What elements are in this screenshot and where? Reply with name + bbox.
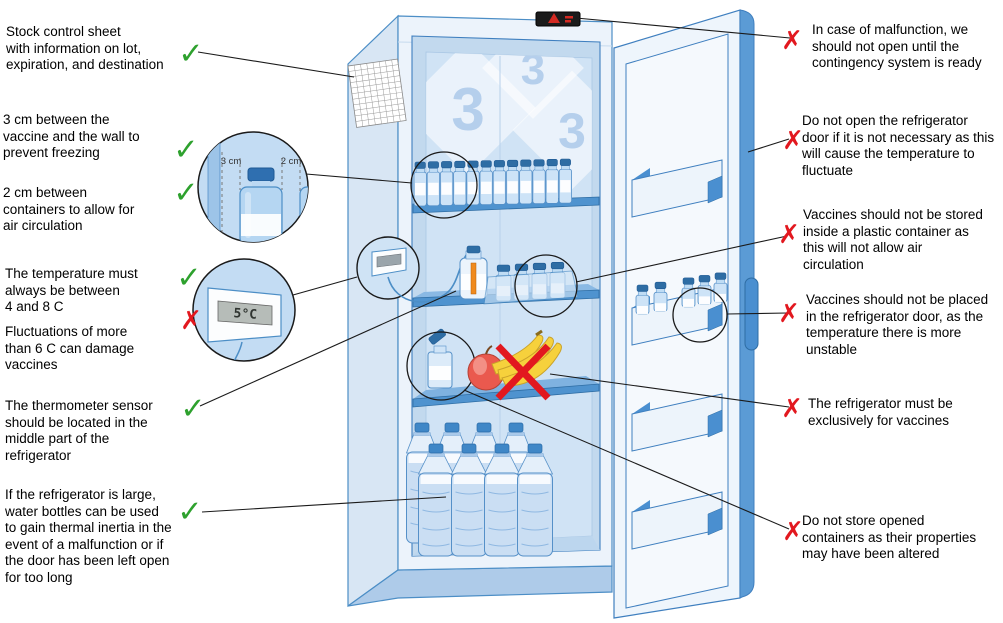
water-bottles-front-row <box>417 443 554 557</box>
container-gap-label: 2 cm <box>281 156 302 167</box>
magnifier-vial-spacing: 3 cm 2 cm <box>197 131 309 243</box>
wall-display-screen <box>376 253 402 268</box>
vaccine-vials-top-shelf <box>413 158 573 207</box>
cross-icon: ✗ <box>781 26 803 56</box>
watermark-digit: 3 <box>451 76 484 143</box>
watermark-digit: 3 <box>521 45 545 94</box>
highlight-circle-plastic-container <box>514 254 578 318</box>
check-icon: ✓ <box>178 36 204 72</box>
connector-lines <box>197 17 791 530</box>
wall-gap-label: 3 cm <box>221 156 242 167</box>
note-stock-control-sheet: Stock control sheet with information on … <box>6 24 164 72</box>
plastic-container <box>483 270 579 305</box>
check-icon: ✓ <box>177 494 203 530</box>
note-plastic-container: Vaccines should not be stored inside a p… <box>803 207 983 272</box>
magnified-vial-1 <box>239 167 283 242</box>
cross-icon: ✗ <box>781 394 803 424</box>
stock-sheet-grid <box>347 58 407 128</box>
vials-in-door-bin <box>635 272 728 315</box>
note-malfunction: In case of malfunction, we should not op… <box>812 22 982 70</box>
note-thermometer-sensor: The thermometer sensor should be located… <box>5 398 153 463</box>
note-3cm-wall-gap: 3 cm between the vaccine and the wall to… <box>3 112 140 160</box>
magnifier-thermometer: 5°C <box>192 258 296 362</box>
check-icon: ✓ <box>176 260 202 296</box>
cross-icon: ✗ <box>778 220 800 250</box>
highlight-circle-door-vials <box>672 287 728 343</box>
fruit-cross-icon <box>495 343 551 401</box>
note-fluctuations: Fluctuations of more than 6 C can damage… <box>5 324 135 372</box>
note-2cm-container-gap: 2 cm between containers to allow for air… <box>3 185 135 233</box>
warning-triangle-icon <box>548 13 560 23</box>
highlight-circle-shelf-vials <box>410 151 478 219</box>
opened-vial <box>427 328 453 389</box>
thermometer-strip <box>470 262 477 295</box>
check-icon: ✓ <box>173 132 199 168</box>
cross-icon: ✗ <box>778 299 800 329</box>
wall-sensor-magnifier <box>356 236 420 300</box>
cross-icon: ✗ <box>782 517 804 547</box>
check-icon: ✓ <box>180 391 206 427</box>
note-water-bottles: If the refrigerator is large, water bott… <box>5 487 172 585</box>
thermometer-reading: 5°C <box>233 306 257 323</box>
note-exclusive-use: The refrigerator must be exclusively for… <box>808 396 953 428</box>
note-opened-containers: Do not store opened containers as their … <box>802 513 977 561</box>
lcd-screen <box>217 300 273 326</box>
watermark-digit: 3 <box>558 103 586 159</box>
note-door-storage: Vaccines should not be placed in the ref… <box>806 292 989 357</box>
alarm-display <box>535 11 581 27</box>
check-icon: ✓ <box>173 175 199 211</box>
sensor-bottle <box>459 245 488 300</box>
note-door-opening: Do not open the refrigerator door if it … <box>802 113 995 178</box>
cross-icon: ✗ <box>180 306 202 336</box>
note-temperature-range: The temperature must always be between 4… <box>5 266 138 314</box>
cross-icon: ✗ <box>782 126 804 156</box>
